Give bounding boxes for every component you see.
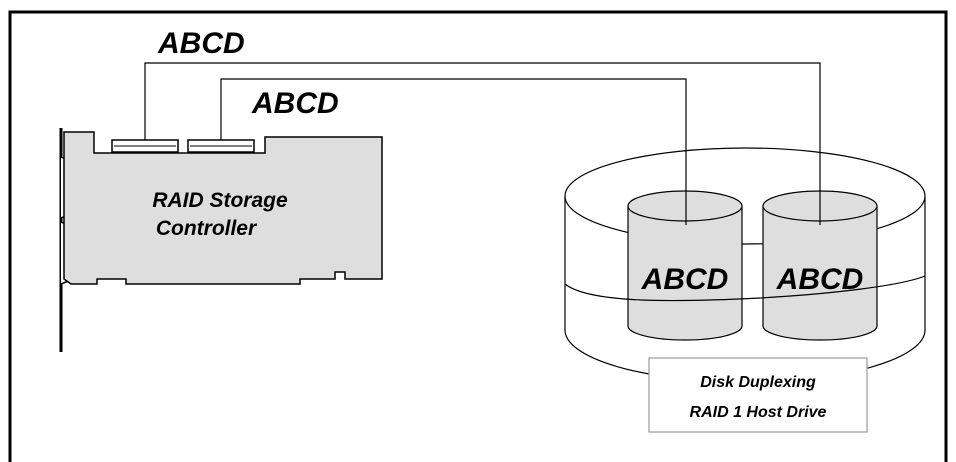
controller-label-line2: Controller <box>156 217 258 240</box>
disk-right-body <box>763 206 877 326</box>
controller-label-line1: RAID Storage <box>152 189 288 212</box>
cable-1 <box>144 62 821 225</box>
raid-controller-card <box>63 131 383 285</box>
host-drive-caption-line2: RAID 1 Host Drive <box>690 404 827 421</box>
disk-left-label: ABCD <box>641 263 729 296</box>
cable-2-label: ABCD <box>251 87 339 120</box>
cable-2 <box>220 78 687 225</box>
host-drive-caption-box <box>648 357 868 433</box>
disk-right-label: ABCD <box>776 263 864 296</box>
host-drive-caption-line1: Disk Duplexing <box>700 374 816 391</box>
host-drive-ring-front <box>564 275 926 302</box>
disk-left-top <box>627 190 743 222</box>
disk-left-body <box>628 206 742 326</box>
diagram-frame <box>8 10 948 462</box>
cable-1-label: ABCD <box>157 27 245 60</box>
